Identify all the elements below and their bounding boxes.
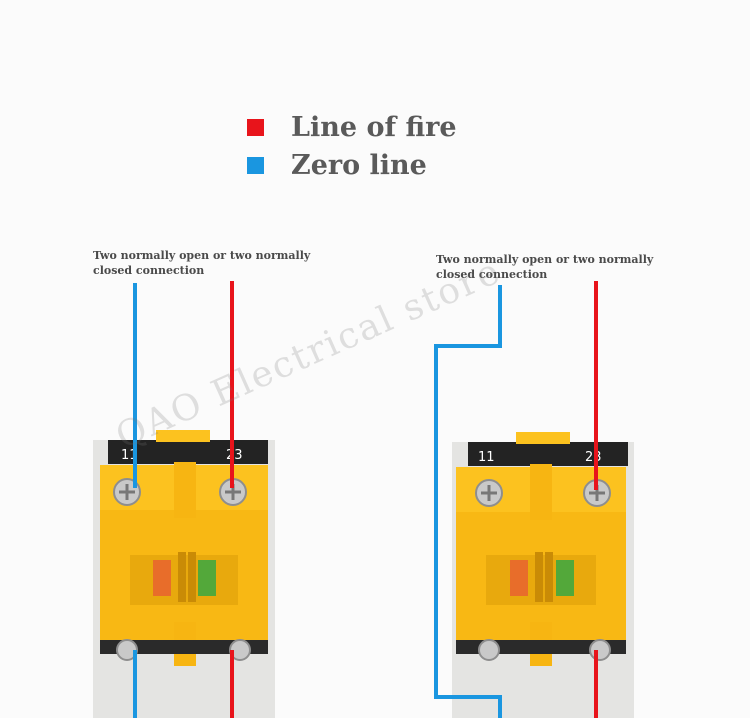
module-left-contact-red — [153, 560, 171, 596]
module-left-screw-11-slot — [119, 484, 135, 500]
caption-right: Two normally open or two normally closed… — [436, 253, 654, 281]
module-right-screw-bottom-a — [478, 639, 500, 661]
module-left-slot-2 — [188, 552, 196, 602]
module-right-top-tab — [516, 432, 570, 444]
fire-swatch — [247, 118, 264, 136]
module-left-rib-top — [174, 462, 196, 518]
module-right-rib-top — [530, 464, 552, 520]
switch-module-left: 11 23 — [93, 430, 275, 718]
module-right-label-11: 11 — [478, 450, 495, 465]
legend-zero-label: Zero line — [291, 149, 427, 181]
module-right-slot-1 — [535, 552, 543, 602]
module-right-slot-2 — [545, 552, 553, 602]
legend-fire-label: Line of fire — [291, 111, 457, 143]
legend-zero: Zero line — [247, 146, 457, 184]
caption-left: Two normally open or two normally closed… — [93, 249, 311, 277]
module-left-bottom-strip — [100, 640, 268, 654]
wire-right-zero-loop — [434, 285, 502, 718]
module-left-top-tab — [156, 430, 210, 442]
module-right-top-strip — [468, 442, 628, 466]
module-right-screw-11-slot — [481, 485, 497, 501]
module-right-contact-green — [556, 560, 574, 596]
switch-module-right: 11 23 — [452, 432, 634, 718]
module-right-screw-bottom-b — [589, 639, 611, 661]
module-left-label-23: 23 — [226, 448, 243, 463]
module-left-contact-green — [198, 560, 216, 596]
module-left-slot-1 — [178, 552, 186, 602]
legend-fire: Line of fire — [247, 108, 457, 146]
module-right-label-23: 23 — [585, 450, 602, 465]
zero-swatch — [247, 156, 264, 174]
legend: Line of fire Zero line — [247, 108, 457, 184]
module-right-contact-red — [510, 560, 528, 596]
